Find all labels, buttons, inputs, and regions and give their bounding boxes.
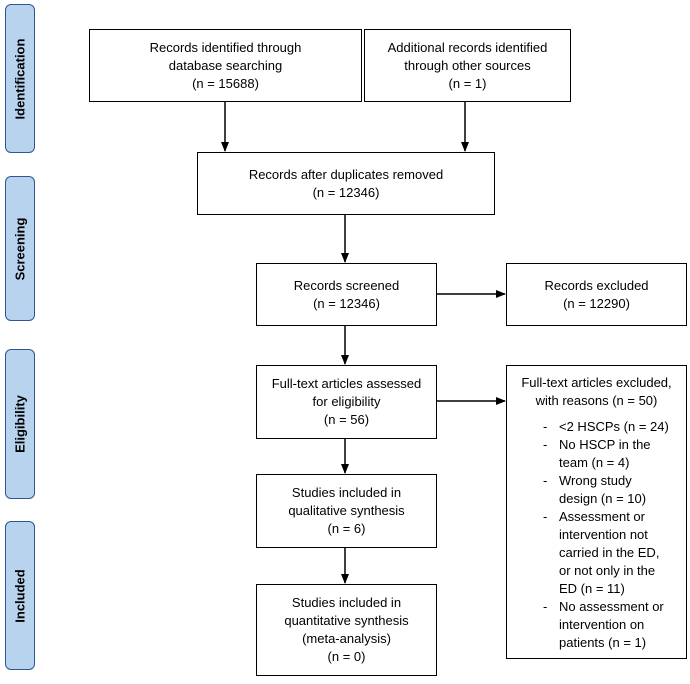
text-line: design (n = 10) [559,491,647,506]
text-line: Studies included in [291,485,402,500]
text-line: quantitative synthesis [284,613,409,628]
text-line: ED (n = 11) [559,581,625,596]
text-line: (n = 12346) [312,184,380,200]
text-line: Records screened [293,277,400,293]
text-line: Wrong study [559,473,632,488]
box-qualitative-synthesis: Studies included in qualitative synthesi… [256,474,437,548]
text-line: intervention not [559,527,648,542]
list-item: No HSCP in the team (n = 4) [513,436,680,472]
text-line: Records identified through [149,39,302,55]
text-line: Records after duplicates removed [248,166,444,182]
text-line: (meta-analysis) [302,631,391,646]
text-line: <2 HSCPs (n = 24) [559,419,669,434]
text-line: No HSCP in the [559,437,651,452]
list-item: <2 HSCPs (n = 24) [513,418,680,436]
box-records-screened: Records screened (n = 12346) [256,263,437,326]
text-line: (n = 12290) [563,295,630,311]
text-line: Full-text articles assessed [271,376,422,391]
text-line: patients (n = 1) [559,635,647,650]
text-line: Assessment or [559,509,645,524]
text-line: intervention on [559,617,645,632]
text-line: with reasons (n = 50) [535,393,658,408]
text-line: team (n = 4) [559,455,630,470]
text-line: qualitative synthesis [288,503,405,518]
text-line: No assessment or [559,599,664,614]
box-after-duplicates: Records after duplicates removed (n = 12… [197,152,495,215]
text-line: through other sources [404,57,531,73]
phase-included: Included [5,521,35,670]
text-line: (n = 56) [323,412,370,427]
text-line: carried in the ED, [559,545,660,560]
text-line: Additional records identified [387,39,548,55]
box-fulltext-assessed: Full-text articles assessed for eligibil… [256,365,437,439]
list-item: Assessment or intervention not carried i… [513,508,680,598]
phase-eligibility: Eligibility [5,349,35,499]
box-records-excluded: Records excluded (n = 12290) [506,263,687,326]
text-line: (n = 0) [327,649,366,664]
text-line: (n = 1) [448,75,487,91]
list-item: Wrong study design (n = 10) [513,472,680,508]
phase-identification: Identification [5,4,35,153]
exclusion-reasons-list: <2 HSCPs (n = 24) No HSCP in the team (n… [513,418,680,652]
text-line: for eligibility [312,394,381,409]
text-line: (n = 12346) [313,295,380,311]
text-line: or not only in the [559,563,656,578]
text-line: Studies included in [291,595,402,610]
text-line: database searching [168,57,283,73]
phase-screening: Screening [5,176,35,321]
box-quantitative-synthesis: Studies included in quantitative synthes… [256,584,437,676]
box-fulltext-excluded: Full-text articles excluded, with reason… [506,365,687,659]
text-line: Full-text articles excluded, [521,375,672,390]
box-other-sources: Additional records identified through ot… [364,29,571,102]
box-database-searching: Records identified through database sear… [89,29,362,102]
text-line: Records excluded [544,277,649,293]
list-item: No assessment or intervention on patient… [513,598,680,652]
text-line: (n = 15688) [192,75,259,91]
text-line: (n = 6) [327,521,366,536]
